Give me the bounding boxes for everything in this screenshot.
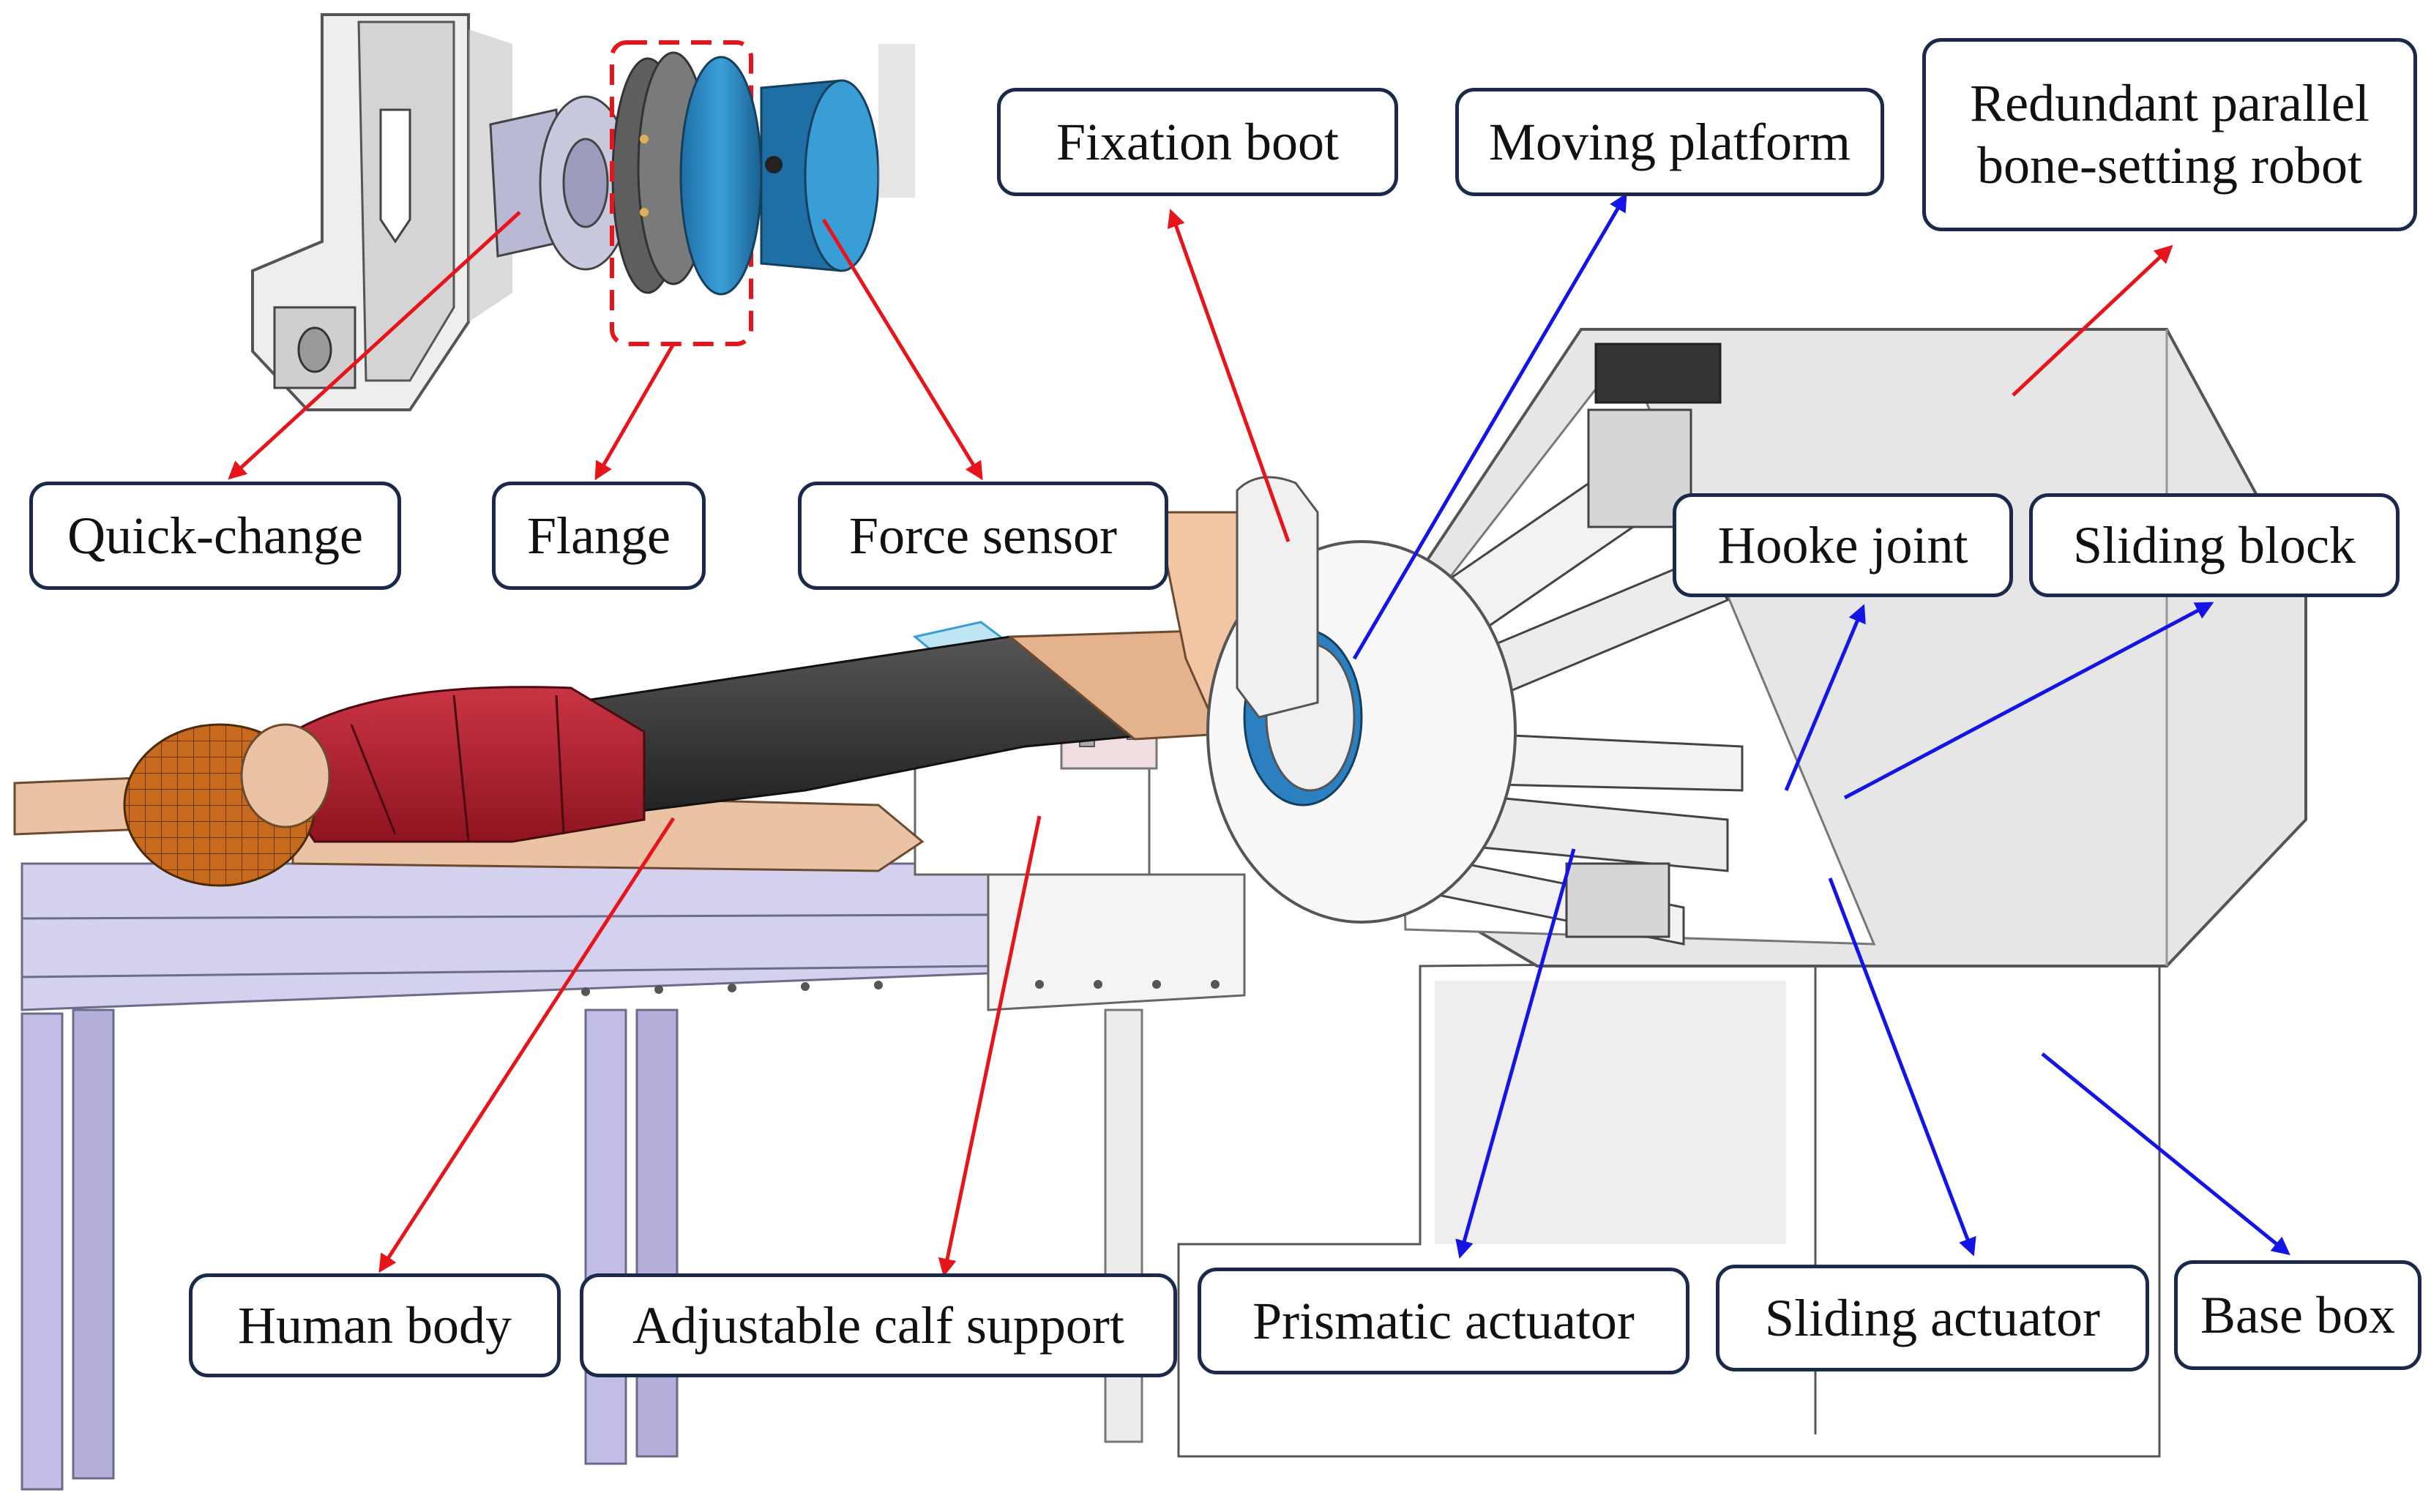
label-hooke-joint-text: Hooke joint xyxy=(1717,515,1968,575)
label-flange-text: Flange xyxy=(527,506,671,565)
red-arrows xyxy=(228,209,2173,1277)
treatment-table xyxy=(20,862,1246,1491)
arrow-force-sensor xyxy=(821,218,983,481)
label-sliding-block-text: Sliding block xyxy=(2072,515,2356,575)
label-sliding-actuator: Sliding actuator xyxy=(1716,1265,2149,1371)
arrow-quick-change xyxy=(228,211,521,480)
label-base-box: Base box xyxy=(2174,1260,2421,1370)
label-fixation-boot-text: Fixation boot xyxy=(1056,112,1339,171)
label-calf-support: Adjustable calf support xyxy=(580,1273,1177,1377)
label-robot: Redundant parallel bone-setting robot xyxy=(1922,38,2417,231)
arrow-human-body xyxy=(378,817,676,1273)
label-flange: Flange xyxy=(492,482,706,590)
label-force-sensor: Force sensor xyxy=(798,482,1168,590)
arrow-moving-platform xyxy=(1352,192,1627,660)
label-human-body-text: Human body xyxy=(238,1295,512,1355)
label-robot-line1: Redundant parallel xyxy=(1970,74,2370,133)
arrow-calf-support xyxy=(938,815,1042,1277)
force-sensor-part xyxy=(679,56,880,296)
exploded-view-end-effector xyxy=(251,13,915,411)
label-fixation-boot: Fixation boot xyxy=(997,88,1398,196)
quick-change-part xyxy=(489,95,632,271)
arrow-flange xyxy=(594,343,676,481)
label-hooke-joint: Hooke joint xyxy=(1673,493,2013,597)
label-prismatic-actuator: Prismatic actuator xyxy=(1198,1268,1689,1374)
label-sliding-block: Sliding block xyxy=(2029,493,2400,597)
label-human-body: Human body xyxy=(189,1273,561,1377)
arrow-base-box xyxy=(2041,1052,2290,1256)
label-calf-support-text: Adjustable calf support xyxy=(632,1295,1124,1355)
arrow-robot xyxy=(2012,244,2173,397)
arrow-fixation-boot xyxy=(1167,209,1291,542)
label-sliding-actuator-text: Sliding actuator xyxy=(1765,1288,2100,1347)
label-moving-platform: Moving platform xyxy=(1455,88,1884,196)
arrow-sliding-block xyxy=(1843,602,2214,800)
fixation-boot-plate xyxy=(1236,476,1319,719)
label-quick-change-text: Quick-change xyxy=(67,506,363,565)
label-prismatic-actuator-text: Prismatic actuator xyxy=(1252,1291,1635,1350)
blue-arrows xyxy=(1352,192,2290,1259)
label-quick-change: Quick-change xyxy=(29,482,401,590)
label-force-sensor-text: Force sensor xyxy=(849,506,1117,565)
arrow-sliding-actuator xyxy=(1828,877,1976,1257)
label-base-box-text: Base box xyxy=(2200,1285,2395,1344)
label-robot-line2: bone-setting robot xyxy=(1977,136,2362,195)
label-moving-platform-text: Moving platform xyxy=(1489,112,1851,171)
arrow-prismatic-actuator xyxy=(1455,848,1576,1259)
bone-setting-robot xyxy=(1177,328,2307,1458)
arrow-hooke-joint xyxy=(1784,604,1866,791)
